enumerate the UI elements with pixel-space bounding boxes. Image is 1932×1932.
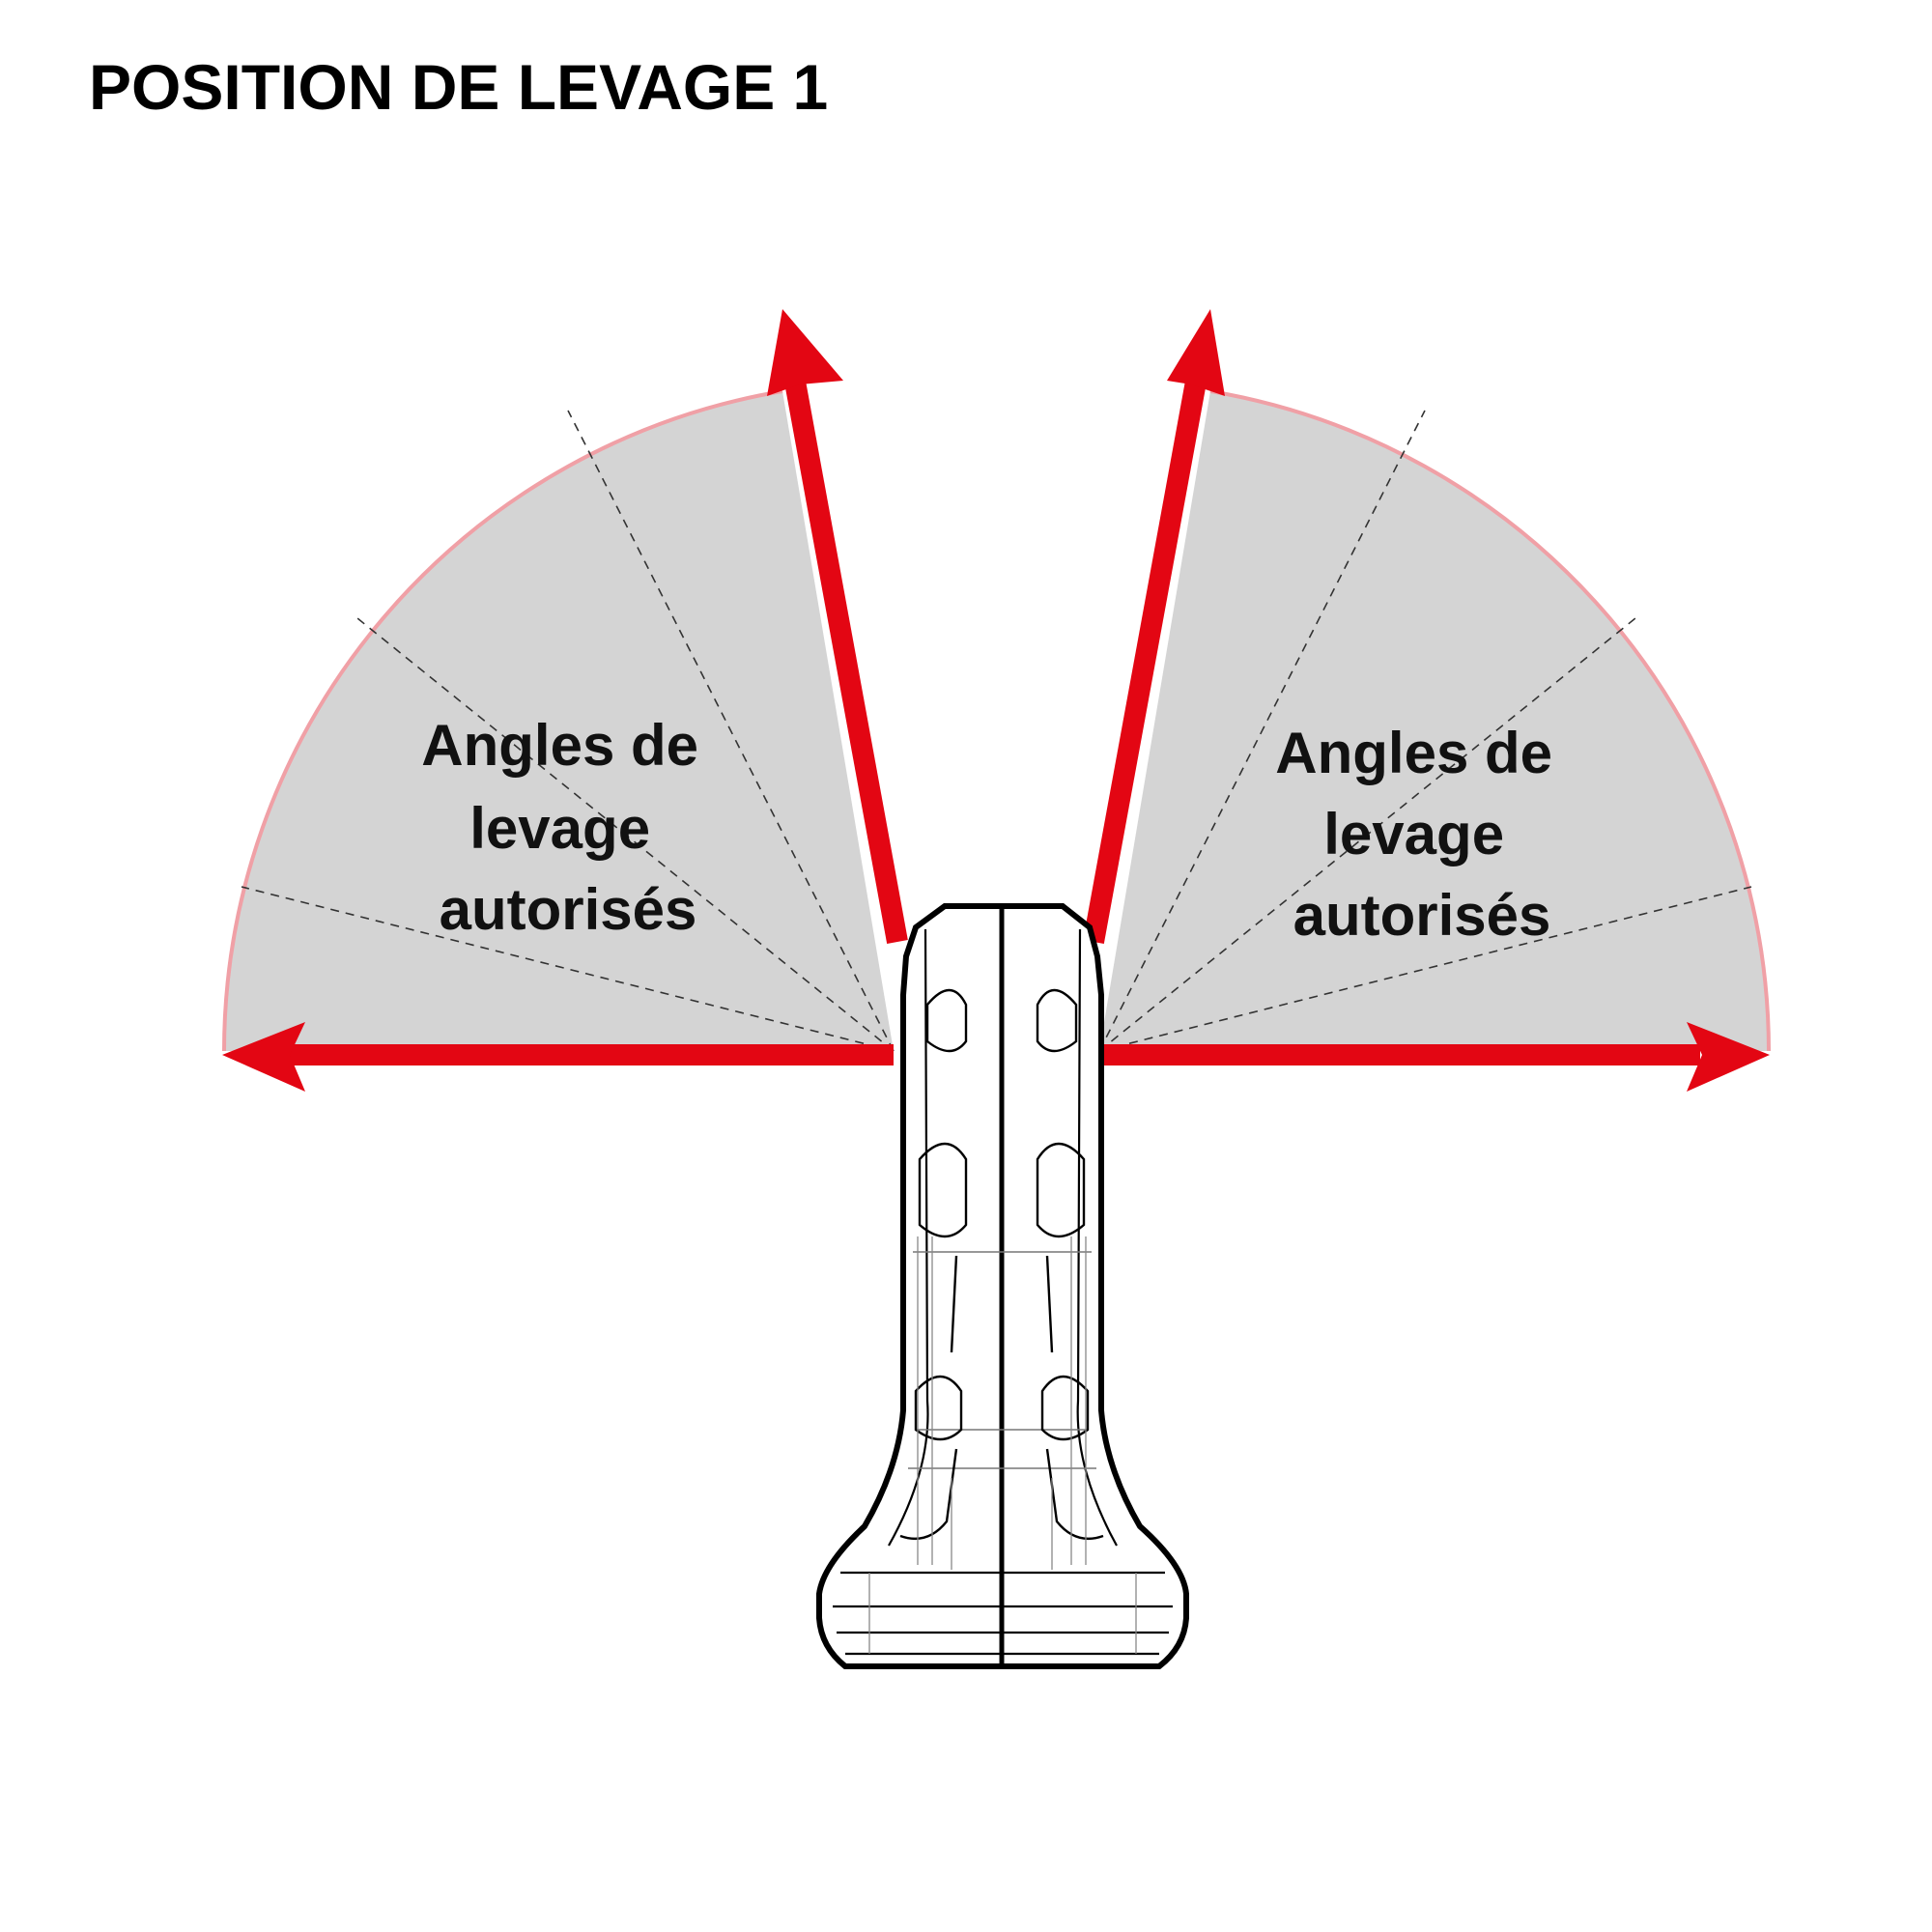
right-guide-line [1098, 617, 1636, 1052]
left-sector-fill [224, 391, 894, 1051]
right-horizontal-arrowhead [1687, 1022, 1770, 1092]
device-hatching [868, 1236, 1137, 1654]
right-guide-line [1098, 886, 1752, 1052]
left-sector-arc [222, 389, 783, 1052]
device-cavity [1040, 1375, 1090, 1441]
right-allowed-angle-sector: Angles de levage autorisés [1098, 389, 1771, 1052]
left-diagonal-arrowhead [767, 309, 843, 396]
device-inner-contour [888, 928, 1118, 1547]
left-guide-line [567, 410, 895, 1052]
right-zone-label-line: Angles de [1275, 721, 1552, 785]
limit-arrows [222, 309, 1770, 1092]
right-sector-fill [1099, 391, 1769, 1051]
page-title: POSITION DE LEVAGE 1 [89, 51, 829, 123]
left-zone-label-line: Angles de [421, 713, 698, 778]
left-allowed-angle-sector: Angles de levage autorisés [222, 389, 895, 1052]
device-cavity [1036, 1142, 1086, 1238]
lifting-point-device-icon [816, 903, 1189, 1669]
device-base-lines [833, 1571, 1173, 1656]
right-sector-arc [1209, 389, 1771, 1052]
right-zone-label-line: levage [1323, 802, 1504, 867]
device-cavity [918, 1142, 968, 1238]
left-zone-label-line: autorisés [440, 877, 697, 942]
right-zone-label: Angles de levage autorisés [1275, 721, 1568, 948]
right-diagonal-arrow-shaft [1083, 380, 1207, 944]
right-guide-line [1098, 410, 1426, 1052]
left-guide-line [356, 617, 895, 1052]
left-horizontal-arrowhead [222, 1022, 305, 1092]
left-zone-label: Angles de levage autorisés [421, 713, 714, 942]
device-cavity [914, 1375, 963, 1441]
device-channel [950, 1255, 1054, 1353]
left-zone-label-line: levage [469, 796, 650, 861]
left-diagonal-arrow-shaft [784, 380, 908, 944]
device-mid-lines [908, 1251, 1096, 1469]
right-diagonal-arrowhead [1167, 309, 1225, 396]
left-sector-guide-lines [241, 410, 895, 1052]
device-channel [899, 1448, 1104, 1541]
device-cavity [1036, 988, 1078, 1053]
right-zone-label-line: autorisés [1293, 883, 1551, 948]
left-guide-line [241, 886, 895, 1052]
device-cavities [899, 988, 1104, 1541]
right-sector-guide-lines [1098, 410, 1752, 1052]
device-cavity [925, 988, 968, 1053]
